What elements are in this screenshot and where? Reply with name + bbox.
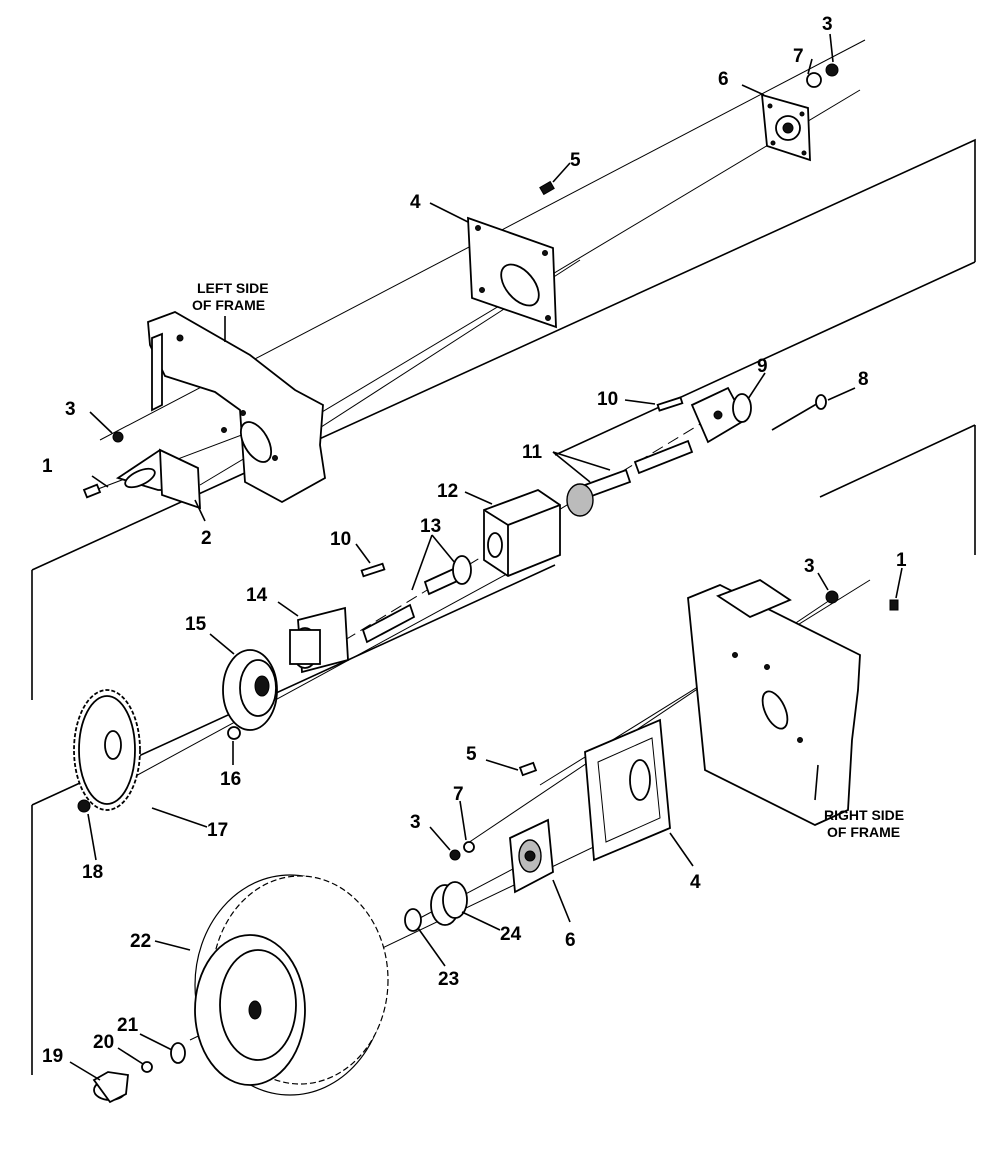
callout-10-lower: 10 [330, 529, 351, 550]
callout-3-top: 3 [822, 14, 833, 35]
shaft-part-13 [361, 555, 472, 644]
left-frame-part [147, 311, 326, 504]
callout-22: 22 [130, 931, 151, 952]
pin-part-10-lower [360, 562, 386, 578]
callout-6-top: 6 [718, 69, 729, 90]
bearing-flange-part-14 [289, 606, 349, 674]
callout-7-lower: 7 [453, 784, 464, 805]
frame-labels: LEFT SIDE OF FRAME RIGHT SIDE OF FRAME [192, 280, 904, 840]
mounting-plate-part-4-lower [584, 718, 671, 862]
leader-lines [69, 33, 903, 1081]
callout-3-right: 3 [804, 556, 815, 577]
callout-14: 14 [246, 585, 268, 606]
tire-part-22 [194, 874, 389, 1096]
bolt-part-1-left [82, 483, 102, 499]
washer-part-21 [170, 1042, 186, 1064]
callout-15: 15 [185, 614, 207, 635]
callout-7-top: 7 [793, 46, 804, 67]
callout-12: 12 [437, 481, 458, 502]
callout-24: 24 [500, 924, 522, 945]
nut-part-3-lower [449, 849, 461, 861]
callout-10-upper: 10 [597, 389, 618, 410]
long-bolt-part-8 [771, 394, 827, 431]
spacer-part-24 [430, 881, 468, 926]
bolt-part-5-lower [518, 761, 538, 777]
bolt-part-1-right [889, 599, 899, 611]
callout-23: 23 [438, 969, 459, 990]
bearing-plate-part-6-top [760, 93, 811, 162]
left-frame-label-line1: LEFT SIDE [197, 280, 269, 296]
callout-5-lower: 5 [466, 744, 477, 765]
sprocket-part-17 [73, 689, 141, 811]
callout-3-left: 3 [65, 399, 76, 420]
panel-outlines [31, 138, 976, 1075]
callout-9: 9 [757, 356, 768, 377]
callout-17: 17 [207, 820, 228, 841]
bolt-part-5-top [539, 180, 555, 196]
right-frame-label-line1: RIGHT SIDE [824, 807, 904, 823]
callout-8: 8 [858, 369, 869, 390]
callout-4-top: 4 [410, 192, 421, 213]
mounting-plate-part-4-top [467, 216, 557, 329]
callout-16: 16 [220, 769, 241, 790]
callout-20: 20 [93, 1032, 114, 1053]
right-frame-label-line2: OF FRAME [827, 824, 900, 840]
washer-part-7-top [806, 72, 822, 88]
callout-13: 13 [420, 516, 441, 537]
callout-19: 19 [42, 1046, 63, 1067]
cap-part-19 [92, 1071, 129, 1104]
callout-6-lower: 6 [565, 930, 576, 951]
right-frame-part [687, 578, 861, 826]
callout-3-lower: 3 [410, 812, 421, 833]
hub-part-15 [222, 649, 278, 731]
callout-18: 18 [82, 862, 103, 883]
nut-part-3-right [825, 590, 839, 604]
nut-part-16 [227, 726, 241, 740]
pin-part-20 [141, 1061, 153, 1073]
bracket-part-2 [115, 448, 201, 510]
callout-11: 11 [522, 442, 543, 463]
callout-2: 2 [201, 528, 212, 549]
washer-part-23 [404, 908, 422, 932]
callouts: 1 2 3 3 7 6 5 4 8 9 10 11 12 13 10 14 15… [42, 14, 907, 1067]
nut-part-3-left [112, 431, 124, 443]
pin-part-10-upper [656, 396, 684, 412]
washer-part-7-lower [463, 841, 475, 853]
flange-bearing-part-9 [690, 386, 752, 444]
callout-1-right: 1 [896, 550, 907, 571]
bearing-plate-part-6-lower [509, 818, 554, 894]
callout-1-left: 1 [42, 456, 53, 477]
shaft-part-11 [566, 439, 694, 517]
callout-4-lower: 4 [690, 872, 701, 893]
callout-21: 21 [117, 1015, 139, 1036]
gearbox-housing-part-12 [483, 488, 561, 578]
left-frame-label-line2: OF FRAME [192, 297, 265, 313]
callout-5-top: 5 [570, 150, 581, 171]
nut-part-3-top [825, 63, 839, 77]
nut-part-18 [77, 799, 91, 813]
